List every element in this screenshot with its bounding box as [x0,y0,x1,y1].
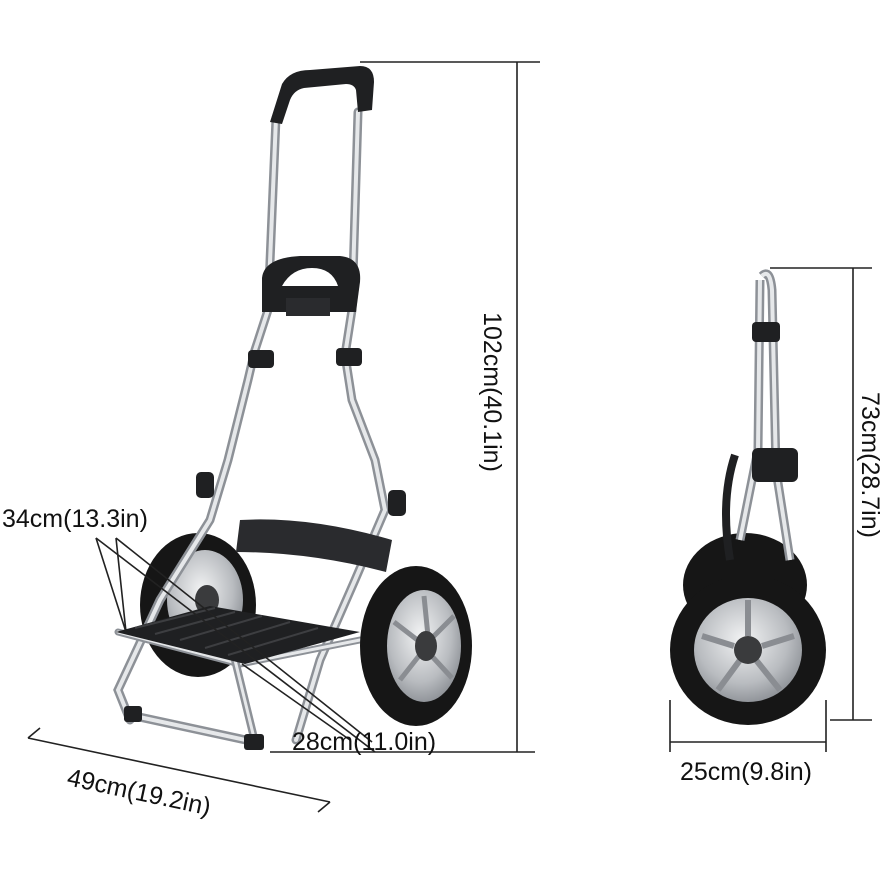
dimension-lines [27,61,872,813]
seat-backrest [236,519,392,572]
unfolded-cart [113,66,472,750]
side-knob-right [388,490,406,516]
foot-right [244,734,264,750]
folded-clamp [752,322,780,342]
folded-height-label: 73cm(28.7in) [856,392,884,538]
front-right-wheel [360,566,472,726]
hinge-knob-left [248,350,274,368]
height-total-label: 102cm(40.1in) [478,312,506,472]
handle-grip [270,66,374,124]
folded-frame [722,269,795,561]
frame-clamp [262,256,361,316]
folded-depth-label: 25cm(9.8in) [680,758,812,786]
side-knob-left [196,472,214,498]
folded-front-wheel [670,575,826,725]
folded-cart [670,269,826,725]
folded-grip [752,448,798,482]
seat-width-label: 34cm(13.3in) [2,505,148,533]
hinge-knob-right [336,348,362,366]
cart-frame [113,107,390,747]
foot-left [124,706,142,722]
seat-depth-label: 28cm(11.0in) [292,728,436,756]
